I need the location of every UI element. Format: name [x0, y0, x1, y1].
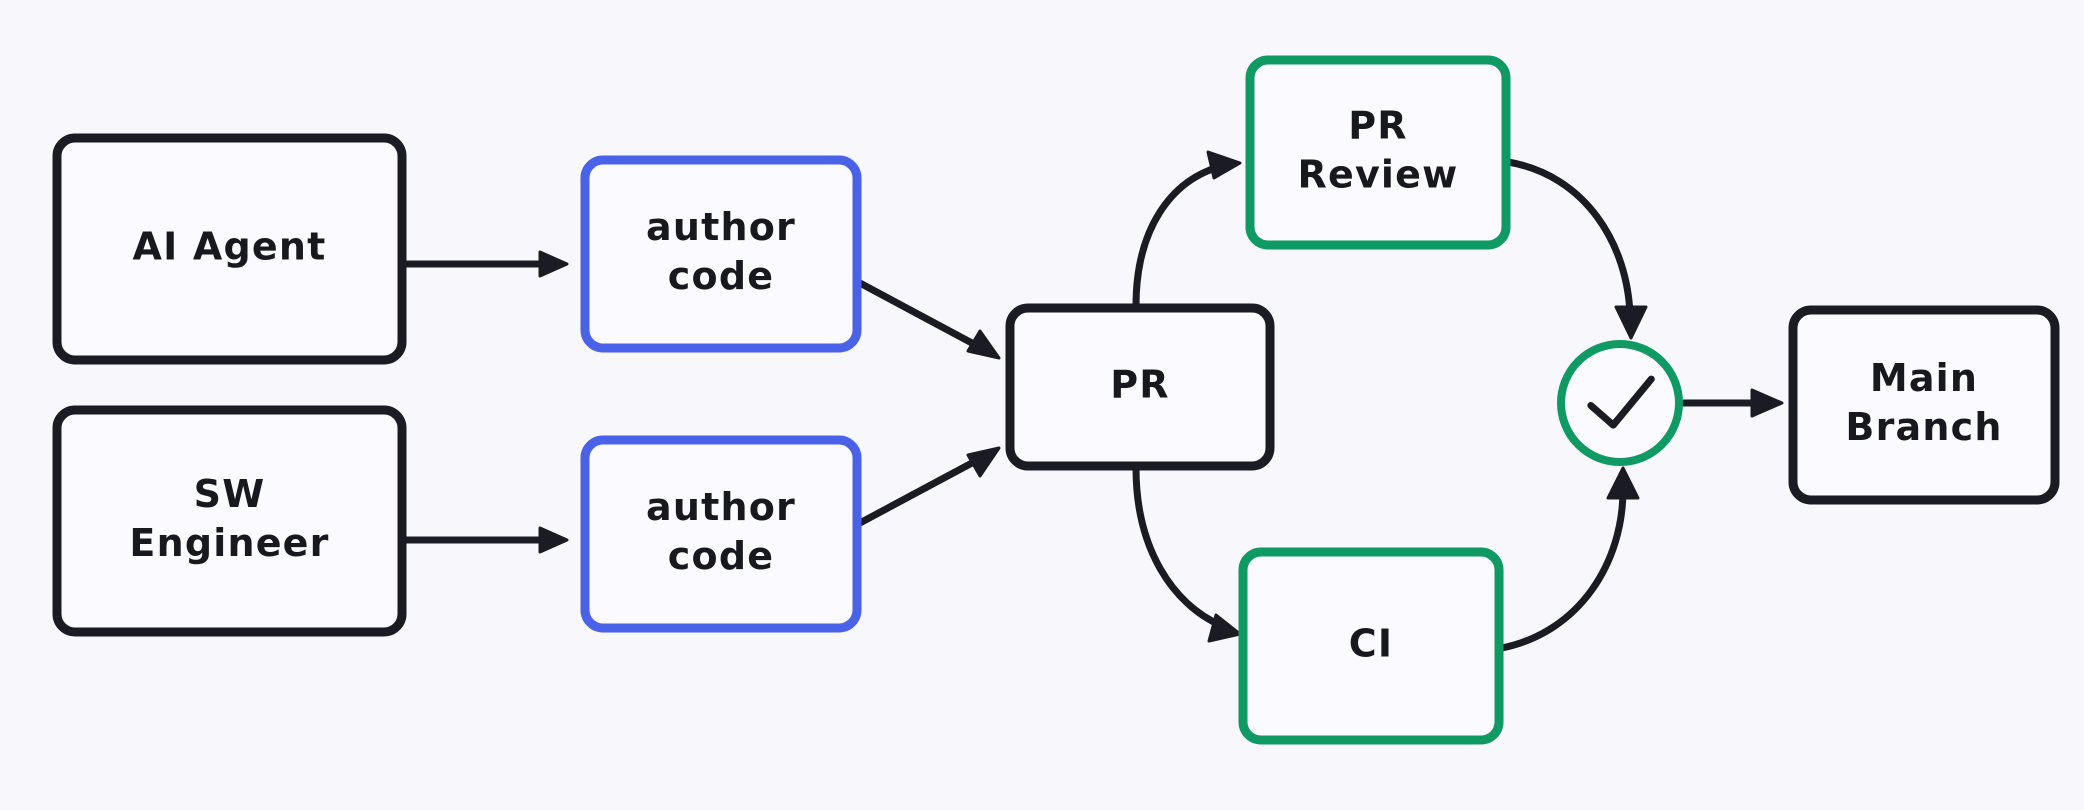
node-label: Main [1870, 356, 1978, 400]
edge-pr-to-ci [1132, 464, 1242, 643]
node-box [580, 435, 862, 633]
edge-ci-to-merge-check [1498, 466, 1640, 652]
node-ci[interactable]: CI [1238, 547, 1504, 745]
edge-pr-review-to-merge-check [1504, 158, 1648, 340]
edge-merge-check-to-main-branch [1680, 388, 1784, 418]
node-author-code-engineer[interactable]: author code [580, 435, 862, 633]
node-box [580, 155, 862, 353]
edge-line [854, 278, 989, 354]
node-label: Engineer [129, 521, 329, 565]
node-box [1238, 547, 1504, 745]
node-sw-engineer[interactable]: SW Engineer [52, 405, 407, 637]
edge-line [1132, 464, 1226, 630]
node-box [1788, 305, 2060, 505]
node-label: AI Agent [133, 225, 327, 269]
node-label: Review [1298, 152, 1459, 196]
node-ai-agent[interactable]: AI Agent [52, 133, 407, 365]
merge-check-badge[interactable] [1557, 340, 1683, 466]
node-box [1005, 303, 1275, 471]
edge-line [1498, 486, 1627, 652]
edge-line [1504, 158, 1634, 320]
arrowhead-icon [1614, 305, 1648, 340]
node-label: PR [1110, 363, 1170, 407]
check-icon [1587, 375, 1655, 429]
edge-ai-agent-to-author-code-agent [400, 250, 569, 278]
node-label: code [668, 534, 774, 578]
node-label: SW [194, 472, 266, 516]
arrowhead-icon [538, 526, 569, 554]
node-label: author [646, 205, 796, 249]
edges-layer [400, 150, 1784, 652]
edge-sw-engineer-to-author-code-engineer [400, 526, 569, 554]
node-label: PR [1348, 104, 1408, 148]
node-pr[interactable]: PR [1005, 303, 1275, 471]
arrowhead-icon [966, 446, 1001, 478]
edge-line [854, 452, 989, 528]
node-label: author [646, 485, 796, 529]
edge-line [1132, 162, 1226, 310]
arrowhead-icon [1606, 466, 1640, 500]
arrowhead-icon [1206, 150, 1242, 180]
arrowhead-icon [1750, 388, 1784, 418]
node-label: CI [1349, 622, 1393, 666]
nodes-layer: AI AgentSWEngineerauthorcodeauthorcodePR… [52, 55, 2060, 745]
node-label: code [668, 254, 774, 298]
node-box [1245, 55, 1511, 250]
edge-pr-to-pr-review [1132, 150, 1242, 310]
arrowhead-icon [966, 329, 1001, 360]
node-box [52, 133, 407, 365]
arrowhead-icon [538, 250, 569, 278]
edge-author-code-engineer-to-pr [854, 446, 1001, 528]
node-label: Branch [1845, 405, 2002, 449]
node-box [52, 405, 407, 637]
arrowhead-icon [1207, 613, 1242, 643]
edge-author-code-agent-to-pr [854, 278, 1001, 360]
check-badge-circle [1557, 340, 1683, 466]
node-author-code-agent[interactable]: author code [580, 155, 862, 353]
